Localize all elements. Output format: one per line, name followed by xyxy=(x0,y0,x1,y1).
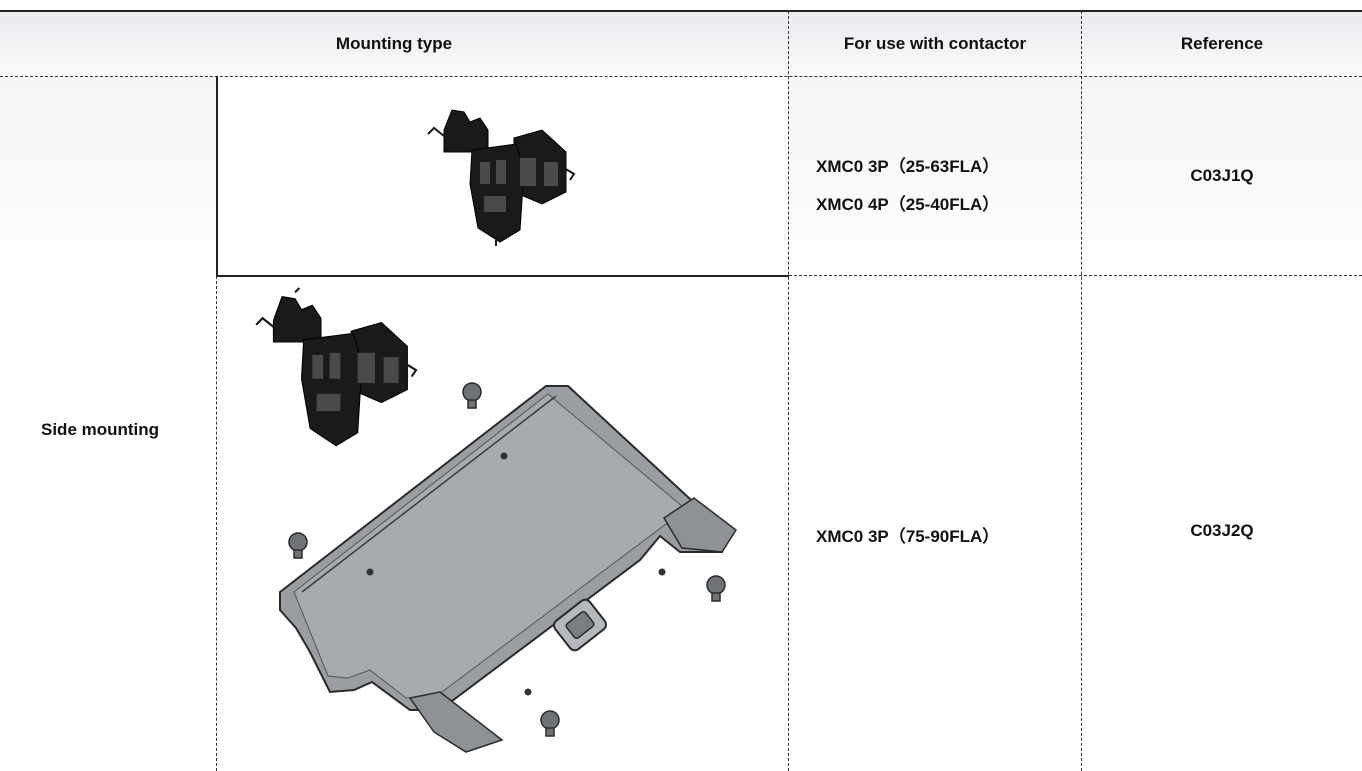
header-background xyxy=(0,12,1362,76)
row2-contactor: XMC0 3P（75-90FLA） xyxy=(816,527,1000,546)
image-column-left-rule xyxy=(216,276,217,771)
mounting-type-label: Side mounting xyxy=(41,420,160,439)
row2-reference: C03J2Q xyxy=(1190,521,1254,540)
mounting-bracket-image xyxy=(427,109,576,246)
contactor-column-left-rule xyxy=(788,11,789,771)
mounting-plate-image xyxy=(255,287,738,753)
screw-image xyxy=(288,382,726,737)
header-mounting-type: Mounting type xyxy=(335,34,453,53)
image-cell-left-border xyxy=(216,76,218,276)
row1-contactor-line2: XMC0 4P（25-40FLA） xyxy=(816,195,1000,214)
row1-reference: C03J1Q xyxy=(1190,165,1254,185)
row-divider-image xyxy=(217,275,789,277)
row-divider-data xyxy=(789,275,1362,276)
header-contactor: For use with contactor xyxy=(843,34,1027,53)
reference-column-left-rule xyxy=(1081,11,1082,771)
header-bottom-rule xyxy=(0,76,1362,77)
row1-contactor-line1: XMC0 3P（25-63FLA） xyxy=(816,157,1000,176)
header-reference: Reference xyxy=(1180,34,1264,53)
table-top-rule xyxy=(0,10,1362,12)
